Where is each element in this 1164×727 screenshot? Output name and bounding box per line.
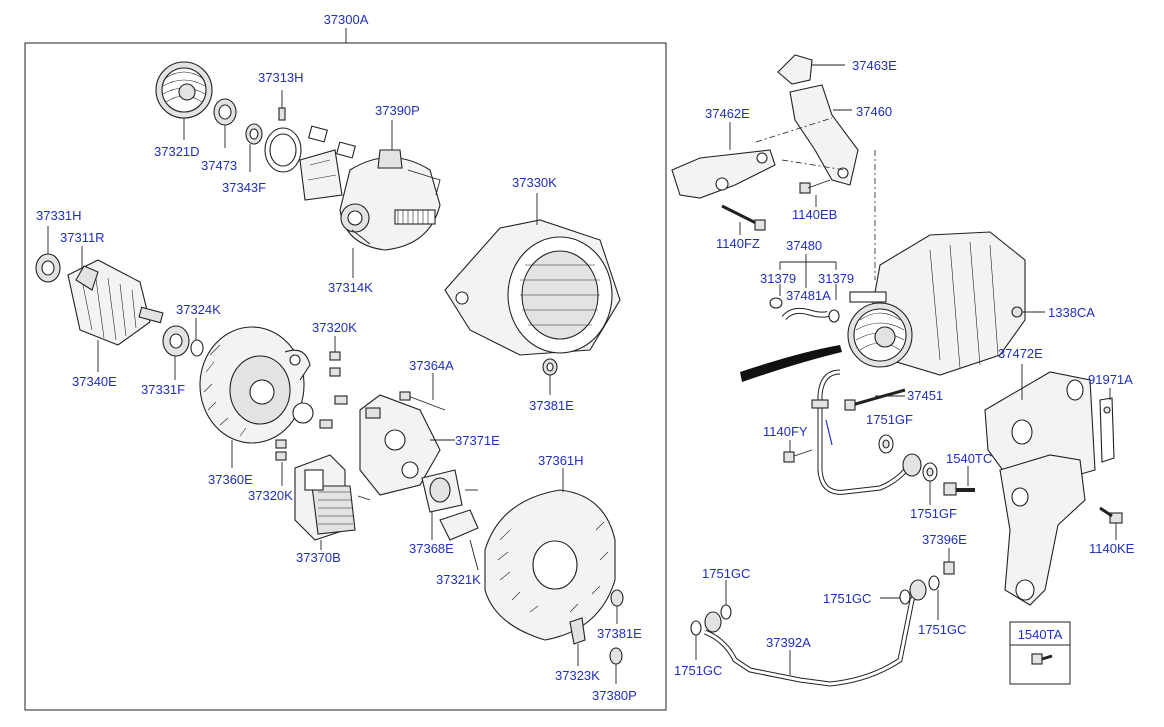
label-37371E: 37371E [455, 433, 500, 448]
label-37324K: 37324K [176, 302, 221, 317]
label-37368E: 37368E [409, 541, 454, 556]
label-37381E-bottom: 37381E [597, 626, 642, 641]
label-37320K-bottom: 37320K [248, 488, 293, 503]
union-37396E [943, 548, 955, 575]
label-37361H: 37361H [538, 453, 584, 468]
label-37321D: 37321D [154, 144, 200, 159]
bolt-1140FY [783, 440, 813, 463]
label-37392A: 37392A [766, 635, 811, 650]
assembly-frame [24, 28, 667, 711]
nut-37381E-bottom [610, 589, 624, 624]
rectifier-37371E [359, 373, 455, 496]
label-37360E: 37360E [208, 472, 253, 487]
label-37340E: 37340E [72, 374, 117, 389]
label-37330K: 37330K [512, 175, 557, 190]
bracket-37462E [671, 117, 876, 280]
oil-pipe [811, 369, 915, 495]
bracket-91971A [1099, 388, 1115, 463]
terminal-37323K [569, 617, 586, 666]
nut-37381E-top [542, 358, 558, 395]
bolt-1140KE [1099, 506, 1123, 540]
label-1751GF-bottom: 1751GF [910, 506, 957, 521]
label-37381E-top: 37381E [529, 398, 574, 413]
bearing-37331F [162, 325, 190, 380]
label-37480: 37480 [786, 238, 822, 253]
label-1540TC: 1540TC [946, 451, 992, 466]
label-37300A: 37300A [324, 12, 369, 27]
washers-1751GF [878, 434, 938, 505]
label-37323K: 37323K [555, 668, 600, 683]
pulley-37321D [155, 61, 213, 140]
bracket-37460 [789, 84, 859, 186]
label-37460: 37460 [856, 104, 892, 119]
label-37313H: 37313H [258, 70, 304, 85]
brushes-37320K [275, 336, 348, 486]
label-37320K-top: 37320K [312, 320, 357, 335]
return-pipe-37392A [690, 575, 940, 687]
label-37472E: 37472E [998, 346, 1043, 361]
bolt-1140EB [799, 179, 831, 207]
rotor-37340E [67, 246, 164, 372]
label-37462E: 37462E [705, 106, 750, 121]
label-37451: 37451 [907, 388, 943, 403]
nut-37380P [609, 647, 623, 684]
label-1751GC-top: 1751GC [702, 566, 750, 581]
label-37396E: 37396E [922, 532, 967, 547]
label-1338CA: 1338CA [1048, 305, 1095, 320]
regulator-37370B [294, 454, 371, 550]
rear-cover-37361H [484, 468, 616, 641]
label-31379-right: 31379 [818, 271, 854, 286]
ring-37343F [245, 123, 356, 173]
label-37463E: 37463E [852, 58, 897, 73]
label-37380P: 37380P [592, 688, 637, 703]
bracket-37463E [777, 54, 845, 85]
label-1751GC-right: 1751GC [918, 622, 966, 637]
label-1751GF-top: 1751GF [866, 412, 913, 427]
bolt-1540TC [943, 466, 975, 496]
label-37343F: 37343F [222, 180, 266, 195]
label-37331H: 37331H [36, 208, 82, 223]
label-37321K: 37321K [436, 572, 481, 587]
label-37311R: 37311R [60, 230, 105, 245]
front-housing-37360E [199, 326, 311, 468]
bearing-37473 [213, 98, 237, 148]
bearing-37331H [35, 226, 61, 283]
ring-37324K [190, 318, 204, 357]
label-1540TA: 1540TA [1018, 627, 1063, 642]
mount-bracket-37472E [984, 364, 1096, 606]
part-labels: 37300A 37321D 37473 37313H 37343F 37390P… [36, 12, 1135, 703]
stator-37330K [444, 193, 621, 356]
label-31379-left: 31379 [760, 271, 796, 286]
label-1140FY: 1140FY [763, 424, 808, 439]
label-37481A: 37481A [786, 288, 831, 303]
vacuum-pump-37390P [299, 120, 441, 278]
part-box-1540TA [1009, 621, 1071, 685]
label-37390P: 37390P [375, 103, 420, 118]
label-1140EB: 1140EB [792, 207, 837, 222]
label-1751GC-bottom: 1751GC [674, 663, 722, 678]
label-1751GC-mid: 1751GC [823, 591, 871, 606]
bolt-37451 [844, 388, 906, 411]
label-37370B: 37370B [296, 550, 341, 565]
label-1140KE: 1140KE [1089, 541, 1135, 556]
bolt-1140FZ [721, 204, 766, 235]
screw-37313H [278, 90, 286, 121]
hose-37480 [769, 254, 840, 323]
cover-37321K [439, 509, 479, 571]
label-37473: 37473 [201, 158, 237, 173]
alternator-assembly [740, 231, 1045, 382]
terminal-37368E [421, 469, 478, 540]
label-37331F: 37331F [141, 382, 185, 397]
label-91971A: 91971A [1088, 372, 1133, 387]
label-37314K: 37314K [328, 280, 373, 295]
label-37364A: 37364A [409, 358, 454, 373]
label-1140FZ: 1140FZ [716, 236, 760, 251]
